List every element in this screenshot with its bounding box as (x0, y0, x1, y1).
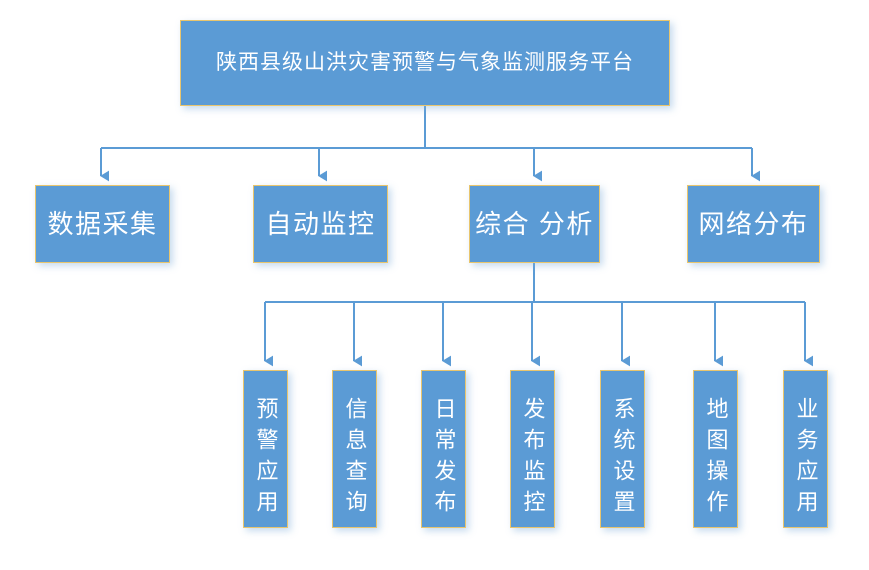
node-label-data-collection: 数据采集 (47, 208, 158, 239)
node-release-monitor[interactable]: 发布监控 (510, 370, 555, 528)
node-warning-application[interactable]: 预警应用 (243, 370, 288, 528)
node-label-map-operation: 地图操作 (703, 397, 729, 521)
node-label-release-monitor: 发布监控 (520, 397, 546, 521)
node-label-daily-release: 日常发布 (431, 397, 457, 521)
node-integrated-analysis[interactable]: 综合 分析 (469, 185, 600, 263)
node-system-settings[interactable]: 系统设置 (600, 370, 645, 528)
node-platform-root[interactable]: 陕西县级山洪灾害预警与气象监测服务平台 (180, 20, 670, 106)
node-network-distribution[interactable]: 网络分布 (687, 185, 820, 263)
node-data-collection[interactable]: 数据采集 (35, 185, 170, 263)
node-label-business-application: 业务应用 (793, 397, 819, 521)
node-map-operation[interactable]: 地图操作 (693, 370, 738, 528)
node-label-network-distribution: 网络分布 (698, 208, 809, 239)
node-label-integrated-analysis: 综合 分析 (475, 208, 594, 239)
node-info-query[interactable]: 信息查询 (332, 370, 377, 528)
node-label-platform-root: 陕西县级山洪灾害预警与气象监测服务平台 (216, 50, 634, 74)
node-label-warning-application: 预警应用 (253, 397, 279, 521)
node-daily-release[interactable]: 日常发布 (421, 370, 466, 528)
node-label-info-query: 信息查询 (342, 397, 368, 521)
node-label-system-settings: 系统设置 (610, 397, 636, 521)
node-label-auto-monitor: 自动监控 (265, 208, 376, 239)
node-auto-monitor[interactable]: 自动监控 (253, 185, 388, 263)
node-business-application[interactable]: 业务应用 (783, 370, 828, 528)
